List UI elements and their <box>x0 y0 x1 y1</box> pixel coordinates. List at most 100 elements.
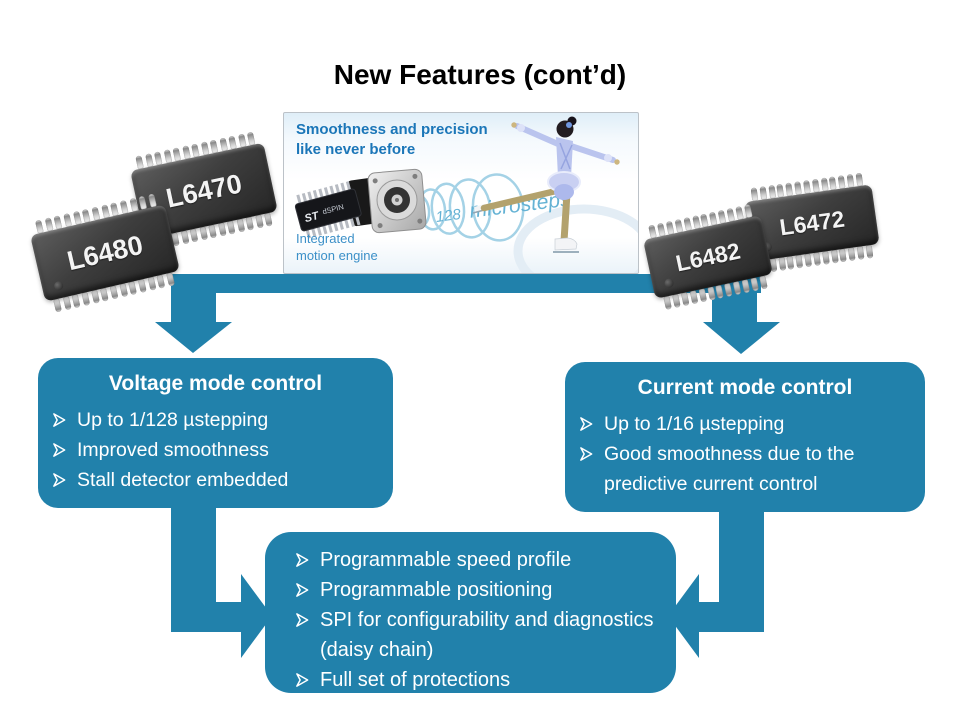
bullet-text: Up to 1/16 µstepping <box>604 413 785 435</box>
chip-pin <box>820 177 829 192</box>
chip-pin <box>778 257 786 271</box>
bullet-text: Programmable positioning <box>320 579 553 601</box>
bullet-item: Improved smoothness <box>52 435 381 465</box>
chip-pin <box>698 288 707 303</box>
chip-pin <box>680 292 690 307</box>
chip-pin <box>839 248 848 263</box>
bullet-text: SPI for configurability and diagnostics … <box>320 609 654 661</box>
chip-pin <box>724 282 733 297</box>
current-box-title: Current mode control <box>637 376 853 399</box>
chip-pin <box>245 216 255 231</box>
hero-caption-line2: motion engine <box>296 248 378 264</box>
chip-pin <box>62 296 72 311</box>
chip-pin <box>81 291 91 307</box>
bullet-text: Up to 1/128 µstepping <box>77 409 269 431</box>
common-features-box: Programmable speed profile Programmable … <box>265 532 676 693</box>
chip-pin <box>804 253 813 268</box>
chip-pin <box>795 254 804 269</box>
st-logo: ST <box>303 210 321 226</box>
current-box-bullets: Up to 1/16 µstepping Good smoothness due… <box>565 409 925 499</box>
page-title: New Features (cont’d) <box>333 58 627 90</box>
chip-pin <box>715 284 725 299</box>
chip-label: L6482 <box>673 237 743 277</box>
hero-artwork: 128 microsteps ST dSPIN <box>294 116 638 273</box>
chip-pin <box>759 186 768 200</box>
chip-pin <box>199 226 208 241</box>
arrow-bullet-icon <box>580 417 593 431</box>
arrow-bullet-icon <box>296 553 309 567</box>
chip-pin <box>689 290 699 305</box>
chip-pin <box>226 220 236 235</box>
chip-pin <box>53 298 62 313</box>
chip-pin <box>147 276 157 291</box>
chip-pin <box>865 244 874 259</box>
hero-image: 128 microsteps ST dSPIN <box>283 112 639 274</box>
bullet-text: Good smoothness due to the predictive cu… <box>604 443 855 495</box>
common-box-bullets: Programmable speed profile Programmable … <box>265 545 676 695</box>
chip-pin <box>803 180 811 194</box>
chip-pin <box>855 172 864 187</box>
chip-pin <box>733 281 742 296</box>
chip-pin <box>217 222 227 237</box>
chip-pin <box>759 275 768 290</box>
chip-pin <box>236 218 245 233</box>
chip-pin <box>813 252 821 267</box>
bullet-item: Programmable positioning <box>295 575 662 605</box>
bullet-text: Full set of protections <box>320 669 511 691</box>
chip-label: L6470 <box>163 167 245 214</box>
chip-pin <box>663 295 672 310</box>
chip-pin <box>750 277 760 292</box>
chip-pin <box>90 289 100 304</box>
arrow-bullet-icon <box>53 443 66 457</box>
left-elbow-arrow-head <box>241 574 272 658</box>
chip-pin <box>785 182 794 197</box>
arrow-bullet-icon <box>53 473 66 487</box>
chip-pin <box>829 176 837 191</box>
chip-pin <box>156 274 166 289</box>
chip-pin <box>776 183 785 198</box>
chip-pin <box>706 286 716 301</box>
chip-pin <box>100 287 110 302</box>
chip-pin <box>72 294 81 309</box>
microsteps-128: 128 <box>435 206 463 226</box>
chip-pin <box>208 224 217 239</box>
hero-caption-line1: Integrated <box>296 231 355 247</box>
bullet-item: Up to 1/128 µstepping <box>52 405 381 435</box>
bullet-item: Full set of protections <box>295 665 662 695</box>
arrow-bullet-icon <box>53 413 66 427</box>
bullet-item: Programmable speed profile <box>295 545 662 575</box>
chip-pin <box>166 272 175 287</box>
chip-pin <box>119 283 128 298</box>
arrow-bullet-icon <box>580 447 593 461</box>
chip-pin <box>264 212 273 227</box>
bullet-item: Up to 1/16 µstepping <box>579 409 913 439</box>
right-elbow-arrow-head <box>668 574 699 658</box>
chip-pin <box>768 184 776 199</box>
chip-pin <box>786 255 795 270</box>
hero-headline-line1: Smoothness and precision <box>296 121 488 138</box>
right-elbow-arm <box>699 602 764 632</box>
chip-pin <box>811 178 820 193</box>
left-elbow-arm <box>171 602 241 632</box>
chip-pin <box>794 181 803 195</box>
chip-pin <box>128 281 138 296</box>
chip-pin <box>848 247 856 262</box>
hero-caption: Integrated motion engine <box>296 231 378 265</box>
voltage-mode-box: Voltage mode control Up to 1/128 µsteppi… <box>38 358 393 508</box>
chip-pin <box>856 246 865 260</box>
chip-pin <box>750 187 759 202</box>
voltage-box-bullets: Up to 1/128 µstepping Improved smoothnes… <box>38 405 393 495</box>
chip-pin <box>741 279 751 294</box>
background-swirl <box>513 204 638 273</box>
current-mode-box: Current mode control Up to 1/16 µsteppin… <box>565 362 925 512</box>
bullet-item: SPI for configurability and diagnostics … <box>295 605 662 665</box>
voltage-box-title: Voltage mode control <box>108 372 323 395</box>
chip-pin <box>837 175 846 189</box>
right-down-arrow-head <box>703 322 780 354</box>
arrow-bullet-icon <box>296 673 309 687</box>
chip-pin <box>254 214 264 229</box>
hero-headline-line2: like never before <box>296 140 416 158</box>
chip-pin <box>189 228 199 243</box>
